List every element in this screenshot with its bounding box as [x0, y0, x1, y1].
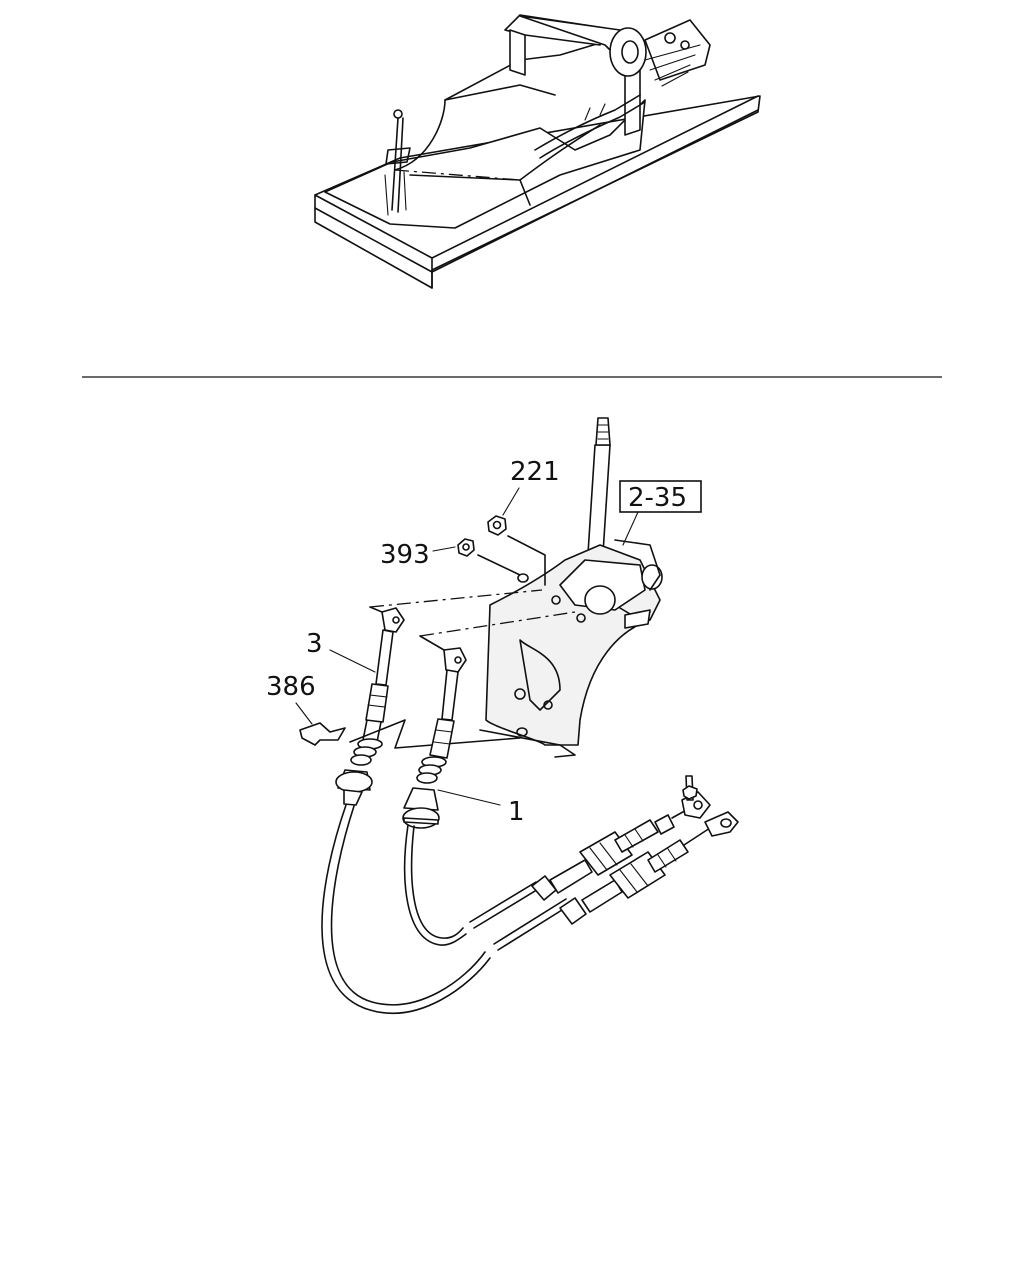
reference-2-35: 2-35: [619, 480, 702, 546]
callout-386: 386: [266, 672, 316, 702]
part-221-nut: 221: [487, 457, 560, 586]
shift-lever-assembly: [479, 417, 663, 758]
callout-393: 393: [380, 540, 430, 570]
part-386-clip: 386: [266, 672, 346, 746]
cable-end-fittings: [531, 775, 739, 925]
ref-label: 2-35: [628, 483, 687, 513]
cable-runs: [321, 804, 571, 1015]
leader-lines: [369, 589, 576, 637]
callout-1: 1: [508, 797, 525, 827]
part-393-nut: 393: [380, 538, 529, 583]
callout-3: 3: [306, 629, 323, 659]
callout-221: 221: [510, 457, 560, 487]
part-1-cable: 1: [402, 635, 525, 829]
break-line: [349, 719, 521, 749]
vehicle-frame-overview: [314, 14, 761, 289]
part-3-cable: 3: [306, 606, 405, 806]
